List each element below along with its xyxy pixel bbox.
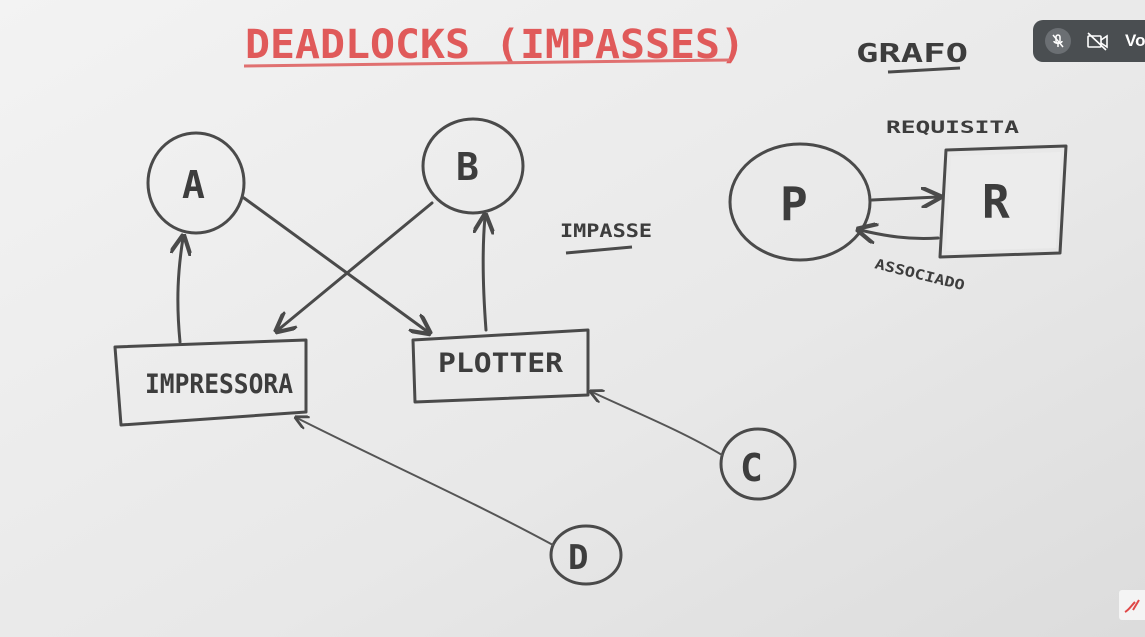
grafo-underline (887, 66, 961, 74)
plotter-label: PLOTTER (438, 348, 564, 379)
node-a-label: A (182, 163, 205, 207)
node-a-circle (146, 131, 246, 235)
arrow-d-to-impressora (297, 418, 554, 546)
node-r-fill (946, 152, 1061, 251)
meeting-overlay: Vo (1033, 20, 1145, 62)
node-p-label: P (780, 177, 808, 231)
node-d-label: D (568, 538, 588, 578)
arrow-p-requisita-r (870, 197, 938, 200)
grafo-label: GRAFO (856, 39, 968, 69)
requisita-label: REQUISITA (886, 118, 1019, 138)
mic-off-icon[interactable] (1045, 28, 1071, 54)
arrow-plotter-to-b (483, 217, 486, 332)
node-c-label: C (740, 446, 763, 490)
arrow-a-to-plotter (242, 196, 428, 332)
arrow-c-to-plotter (592, 392, 723, 456)
title-underline (243, 58, 731, 68)
camera-off-icon[interactable] (1085, 28, 1111, 54)
impressora-box (113, 338, 308, 427)
node-b-label: B (456, 145, 479, 189)
node-b-circle (421, 117, 525, 215)
node-r-label: R (982, 175, 1010, 229)
node-d-circle (549, 524, 623, 586)
node-p-circle (728, 142, 872, 262)
corner-logo (1119, 590, 1145, 620)
node-c-circle (719, 427, 797, 501)
overlay-text: Vo (1125, 31, 1145, 50)
arrow-impressora-to-a (178, 238, 183, 344)
impressora-label: IMPRESSORA (145, 369, 293, 400)
arrow-b-to-impressora (278, 201, 434, 330)
arrow-r-associado-p (860, 230, 940, 239)
impasse-label: IMPASSE (560, 220, 652, 242)
node-r-box (938, 144, 1068, 259)
impasse-underline (565, 245, 633, 255)
